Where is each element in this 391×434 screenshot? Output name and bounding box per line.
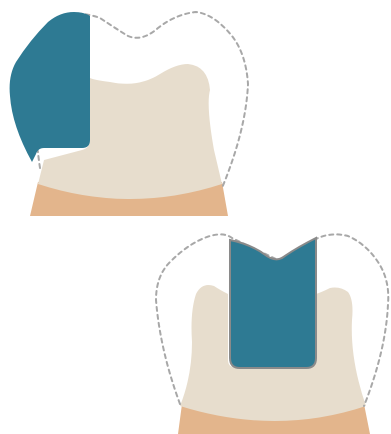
upper-restoration [10, 12, 90, 162]
upper-tooth-figure [10, 12, 248, 216]
lower-tooth-figure [156, 234, 388, 434]
